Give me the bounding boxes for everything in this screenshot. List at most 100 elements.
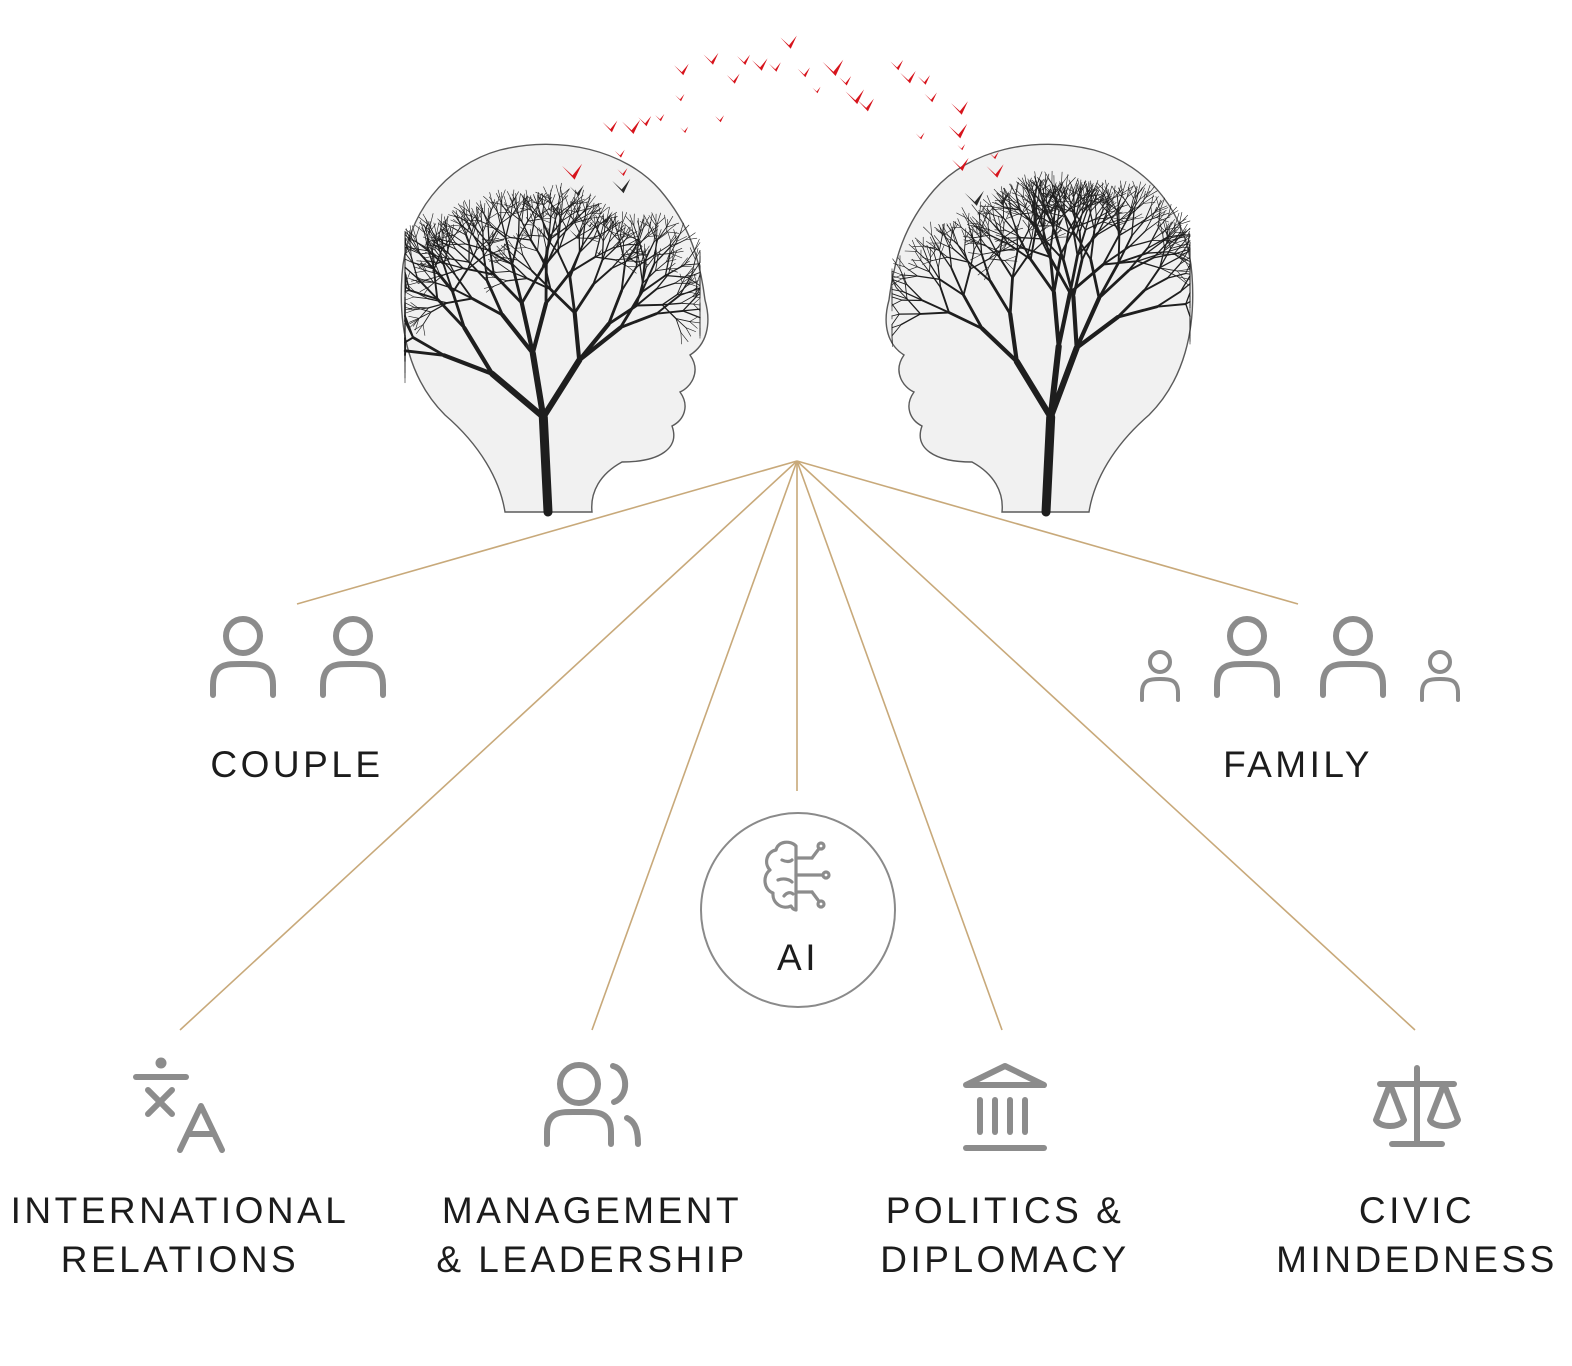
tree-branch: [686, 267, 694, 276]
tree-branch: [980, 252, 992, 283]
tree-branch: [655, 261, 667, 272]
tree-branch: [651, 212, 658, 225]
tree-branch: [404, 266, 419, 279]
tree-branch: [503, 204, 516, 208]
tree-branch: [530, 229, 532, 240]
tree-branch: [490, 201, 503, 205]
tree-branch: [935, 229, 946, 237]
tree-branch: [1071, 258, 1084, 299]
tree-branch: [1068, 196, 1074, 213]
tree-branch: [666, 224, 676, 233]
tree-branch: [594, 247, 614, 258]
bird: [991, 190, 1010, 206]
tree-branch: [494, 257, 505, 264]
tree-branch: [406, 283, 416, 293]
tree-branch: [594, 237, 601, 258]
tree-branch: [478, 220, 492, 227]
tree-branch: [422, 285, 431, 296]
tree-branch: [1178, 256, 1191, 262]
tree-branch: [568, 276, 577, 315]
tree-branch: [574, 213, 591, 223]
bird: [1040, 201, 1058, 215]
tree-branch: [1162, 223, 1170, 235]
tree-branch: [1186, 245, 1191, 253]
tree-branch: [592, 202, 595, 214]
tree-branch: [1185, 261, 1191, 266]
tree-branch: [1062, 209, 1070, 232]
tree-branch: [411, 225, 417, 238]
tree-branch: [602, 228, 612, 242]
tree-branch: [455, 210, 460, 222]
tree-branch: [494, 256, 505, 259]
tree-branch: [1168, 229, 1177, 238]
bird: [751, 58, 768, 71]
tree-branch: [417, 264, 426, 272]
tree-branch: [633, 225, 640, 242]
tree-branch: [928, 271, 942, 289]
tree-branch: [1170, 234, 1182, 249]
tree-branch: [446, 215, 449, 228]
tree-branch: [1173, 248, 1191, 255]
tree-branch: [667, 262, 676, 270]
tree-branch: [1159, 267, 1179, 278]
tree-branch: [1185, 261, 1191, 271]
tree-branch: [483, 285, 495, 289]
tree-branch: [408, 315, 420, 319]
tree-branch: [999, 216, 1004, 227]
tree-branch: [1108, 210, 1118, 224]
tree-branch: [675, 318, 687, 329]
tree-branch: [908, 262, 918, 268]
tree-branch: [486, 271, 498, 276]
tree-branch: [1166, 221, 1174, 234]
tree-branch: [571, 200, 578, 213]
tree-branch: [1178, 249, 1191, 258]
tree-branch: [1029, 227, 1037, 261]
tree-branch: [492, 272, 524, 305]
tree-branch: [448, 236, 457, 250]
tree-branch: [1137, 181, 1141, 195]
tree-branch: [404, 252, 413, 263]
tree-branch: [1136, 260, 1162, 269]
tree-branch: [1144, 217, 1153, 232]
tree-branch: [1029, 257, 1056, 294]
international-relations-line1: INTERNATIONAL: [10, 1190, 350, 1231]
tree-branch: [427, 242, 433, 253]
tree-branch: [560, 198, 564, 216]
tree-branch: [1075, 235, 1092, 261]
tree-branch: [891, 299, 903, 306]
tree-branch: [1089, 199, 1101, 203]
tree-branch: [1022, 185, 1025, 198]
tree-branch: [891, 296, 903, 301]
tree-branch: [916, 240, 924, 249]
tree-branch: [957, 244, 970, 263]
tree-branch: [1076, 183, 1081, 196]
tree-branch: [522, 195, 524, 207]
tree-branch: [891, 275, 903, 280]
tree-branch: [1030, 179, 1034, 193]
tree-branch: [1113, 185, 1116, 199]
tree-branch: [970, 236, 983, 245]
tree-branch: [448, 224, 453, 236]
tree-branch: [483, 196, 493, 205]
head-silhouette-left: [400, 143, 709, 513]
tree-branch: [638, 217, 645, 231]
tree-branch: [1108, 217, 1124, 224]
tree-branch: [1059, 181, 1065, 194]
tree-branch: [410, 231, 417, 242]
tree-branch: [458, 209, 466, 221]
tree-branch: [891, 278, 908, 286]
bird: [812, 86, 821, 94]
politics-diplomacy-label: POLITICS & DIPLOMACY: [825, 1186, 1185, 1284]
tree-branch: [661, 302, 682, 306]
tree-branch: [982, 199, 993, 208]
tree-branch: [452, 210, 462, 219]
tree-branch: [573, 195, 584, 205]
flying-birds: [561, 35, 1065, 255]
tree-branch: [1155, 209, 1167, 218]
tree-branch: [520, 193, 529, 204]
tree-branch: [1117, 222, 1140, 237]
tree-branch: [424, 244, 436, 247]
bird: [614, 149, 625, 158]
tree-branch: [1118, 196, 1128, 213]
civic-mindedness-label: CIVIC MINDEDNESS: [1262, 1186, 1572, 1284]
